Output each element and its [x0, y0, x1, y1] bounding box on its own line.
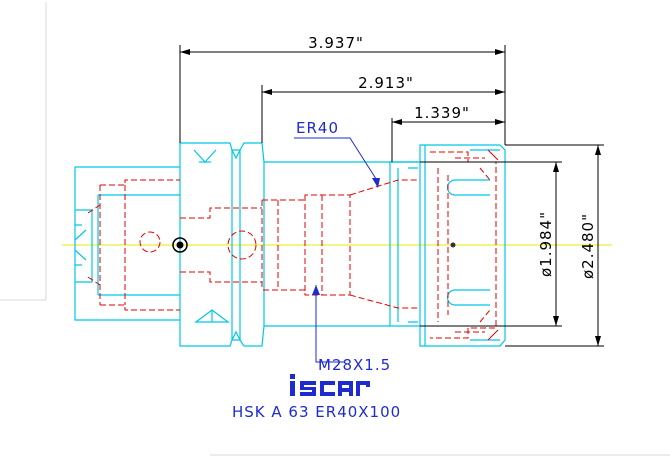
inner-diameter-label: ø1.984"	[537, 211, 555, 277]
collet-length-label: 2.913"	[358, 74, 414, 92]
callout-leaders	[294, 137, 379, 363]
thread-callout: M28X1.5	[318, 356, 391, 374]
collet-type-callout: ER40	[296, 119, 339, 137]
product-designation: HSK A 63 ER40X100	[232, 403, 401, 421]
hidden-lines	[87, 151, 497, 339]
center-marks	[172, 237, 456, 253]
nut-length-label: 1.339"	[414, 104, 470, 122]
callout-arrows	[312, 178, 380, 295]
overall-length-label: 3.937"	[308, 34, 364, 52]
nut-corner-marks	[487, 149, 499, 341]
dimension-arrows	[180, 49, 601, 346]
dimension-lines	[179, 45, 604, 347]
outer-diameter-label: ø2.480"	[579, 213, 597, 279]
iscar-logo	[290, 374, 370, 396]
